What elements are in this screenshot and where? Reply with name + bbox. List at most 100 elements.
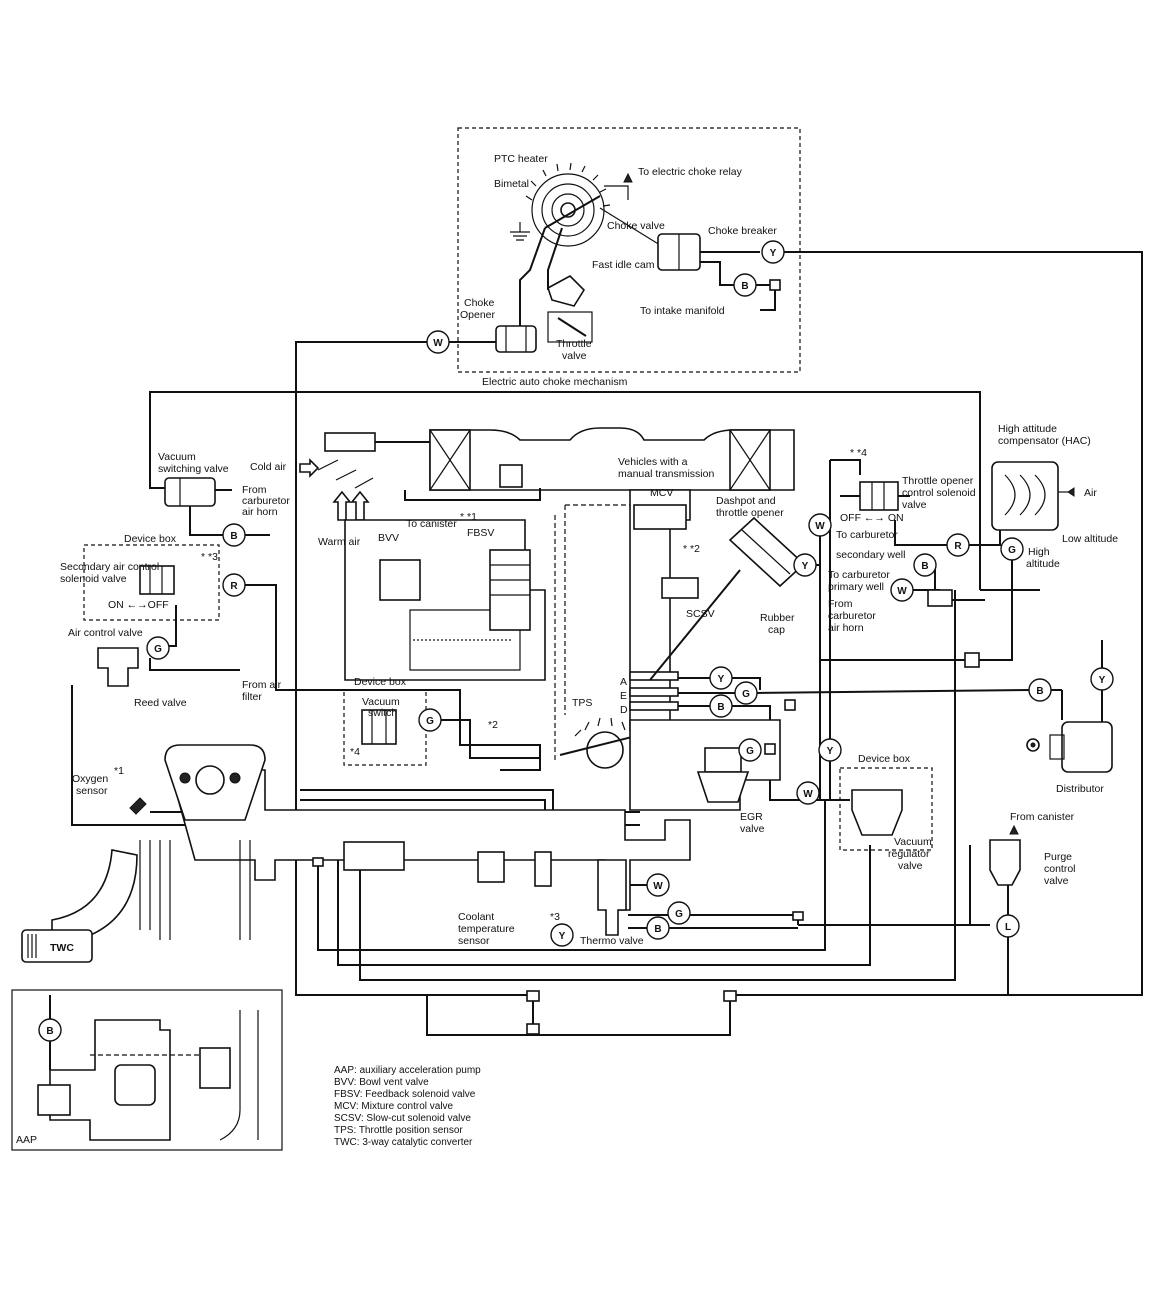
label-reed-valve: Reed valve: [134, 697, 187, 709]
high-altitude-compensator: [991, 461, 1059, 531]
label-choke-valve: Choke valve: [607, 220, 665, 232]
air-control-valve: [97, 647, 139, 687]
carb-well-fitting: [927, 589, 953, 607]
label-device-box-mid: Device box: [354, 676, 407, 688]
legend-line-4: MCV: Mixture control valve: [334, 1101, 454, 1112]
label-note3-bottom: *3: [550, 911, 560, 923]
legend-line-6: TPS: Throttle position sensor: [334, 1125, 463, 1136]
label-egr-valve-1: EGR: [740, 811, 763, 823]
ptc-heater-teeth: [525, 162, 611, 207]
cold-air-arrow: [299, 458, 320, 478]
svg-text:Y: Y: [718, 674, 725, 685]
label-low-altitude: Low altitude: [1062, 533, 1118, 545]
hose-code-y-port: Y: [709, 666, 733, 690]
label-from-carb-air-horn-r1: From: [828, 598, 853, 610]
svg-text:W: W: [433, 338, 443, 349]
hose-code-y-thermo: Y: [550, 923, 574, 947]
ports: [629, 671, 679, 711]
aap-carb-body: [49, 1019, 171, 1141]
label-bvv: BVV: [378, 532, 399, 544]
coolant-temperature-sensor: [477, 851, 505, 883]
label-device-box-top-left: Device box: [124, 533, 177, 545]
secondary-air-solenoid: [139, 565, 175, 595]
label-note1-mid: *1: [114, 765, 124, 777]
label-warm-air: Warm air: [318, 536, 361, 548]
fast-idle-cam: [547, 275, 586, 307]
svg-text:Y: Y: [559, 931, 566, 942]
hose-codes: W Y B B R G G W Y R B W G Y G B G B Y Y …: [38, 240, 1114, 1042]
label-hac-2: compensator (HAC): [998, 435, 1091, 447]
svg-text:Y: Y: [827, 746, 834, 757]
vacuum-switching-valve: [164, 477, 216, 507]
hose-code-b-choke: B: [733, 273, 757, 297]
label-thermo-valve: Thermo valve: [580, 935, 644, 947]
label-high-altitude-2: altitude: [1026, 558, 1060, 570]
hose-code-w-r: W: [890, 578, 914, 602]
label-from-carb-air-horn-3: air horn: [242, 506, 278, 518]
label-choke-opener-1: Choke: [464, 297, 495, 309]
auxiliary-acceleration-pump: [37, 1084, 71, 1116]
label-scsv: SCSV: [686, 608, 715, 620]
device-box-right: [839, 767, 933, 851]
label-throttle-valve-1: Throttle: [556, 338, 592, 350]
throttle-position-sensor: [586, 731, 624, 769]
label-to-carb-primary-2: primary well: [828, 581, 884, 593]
label-from-canister: From canister: [1010, 811, 1075, 823]
label-port-e: E: [620, 690, 627, 702]
label-air: Air: [1084, 487, 1097, 499]
label-rubber-cap-1: Rubber: [760, 612, 795, 624]
svg-text:B: B: [230, 531, 237, 542]
label-secondary-air-2: solenoid valve: [60, 573, 127, 585]
hose-code-r-sec: R: [222, 573, 246, 597]
dashpot-throttle-opener: [728, 516, 806, 588]
abbreviation-legend: AAP: auxiliary acceleration pump BVV: Bo…: [334, 1065, 481, 1148]
label-choke-opener-2: Opener: [460, 309, 496, 321]
electric-auto-choke-box: [457, 127, 801, 373]
labels: PTC heater Bimetal To electric choke rel…: [16, 153, 1118, 1146]
purge-control-valve: [989, 839, 1021, 886]
right-components: [649, 461, 1113, 886]
hose-code-g-egr: G: [738, 738, 762, 762]
hose-code-b-port: B: [709, 694, 733, 718]
bowl-vent-valve: [379, 559, 421, 601]
label-to-intake-manifold: To intake manifold: [640, 305, 725, 317]
hose-code-b-aap: B: [38, 1018, 62, 1042]
label-note1-top: * *1: [460, 511, 477, 523]
svg-text:G: G: [154, 644, 162, 655]
label-twc: TWC: [50, 942, 74, 954]
svg-text:G: G: [746, 746, 754, 757]
hose-code-y-choke: Y: [761, 240, 785, 264]
hose-code-w-dash: W: [808, 513, 832, 537]
label-coolant-3: sensor: [458, 935, 490, 947]
hose-code-g-hac: G: [1000, 537, 1024, 561]
label-to-canister: To canister: [406, 518, 457, 530]
svg-text:B: B: [921, 561, 928, 572]
label-purge-3: valve: [1044, 875, 1069, 887]
warm-air-arrow: [332, 490, 352, 521]
svg-text:G: G: [675, 909, 683, 920]
label-egr-valve-2: valve: [740, 823, 765, 835]
label-dashpot-2: throttle opener: [716, 507, 784, 519]
label-vacuum-regulator-1: Vacuum: [894, 836, 932, 848]
label-throttle-opener-2: control solenoid: [902, 487, 976, 499]
svg-text:Y: Y: [1099, 675, 1106, 686]
hose-code-r-r: R: [946, 533, 970, 557]
vacuum-switch: [361, 709, 397, 745]
temp-sensor-2: [534, 851, 552, 887]
label-choke-breaker: Choke breaker: [708, 225, 777, 237]
label-fast-idle-cam: Fast idle cam: [592, 259, 655, 271]
label-throttle-valve-2: valve: [562, 350, 587, 362]
hose-code-b-vsv: B: [222, 523, 246, 547]
svg-text:Y: Y: [802, 561, 809, 572]
engine-block: [168, 769, 691, 911]
label-high-altitude-1: High: [1028, 546, 1050, 558]
label-dashpot-1: Dashpot and: [716, 495, 776, 507]
svg-text:B: B: [717, 702, 724, 713]
label-port-d: D: [620, 704, 628, 716]
label-note2-mid: *2: [488, 719, 498, 731]
legend-line-1: AAP: auxiliary acceleration pump: [334, 1065, 481, 1076]
hose-code-y-vrv: Y: [818, 738, 842, 762]
svg-text:Y: Y: [770, 248, 777, 259]
label-note2-top: * *2: [683, 543, 700, 555]
legend-line-3: FBSV: Feedback solenoid valve: [334, 1089, 476, 1100]
